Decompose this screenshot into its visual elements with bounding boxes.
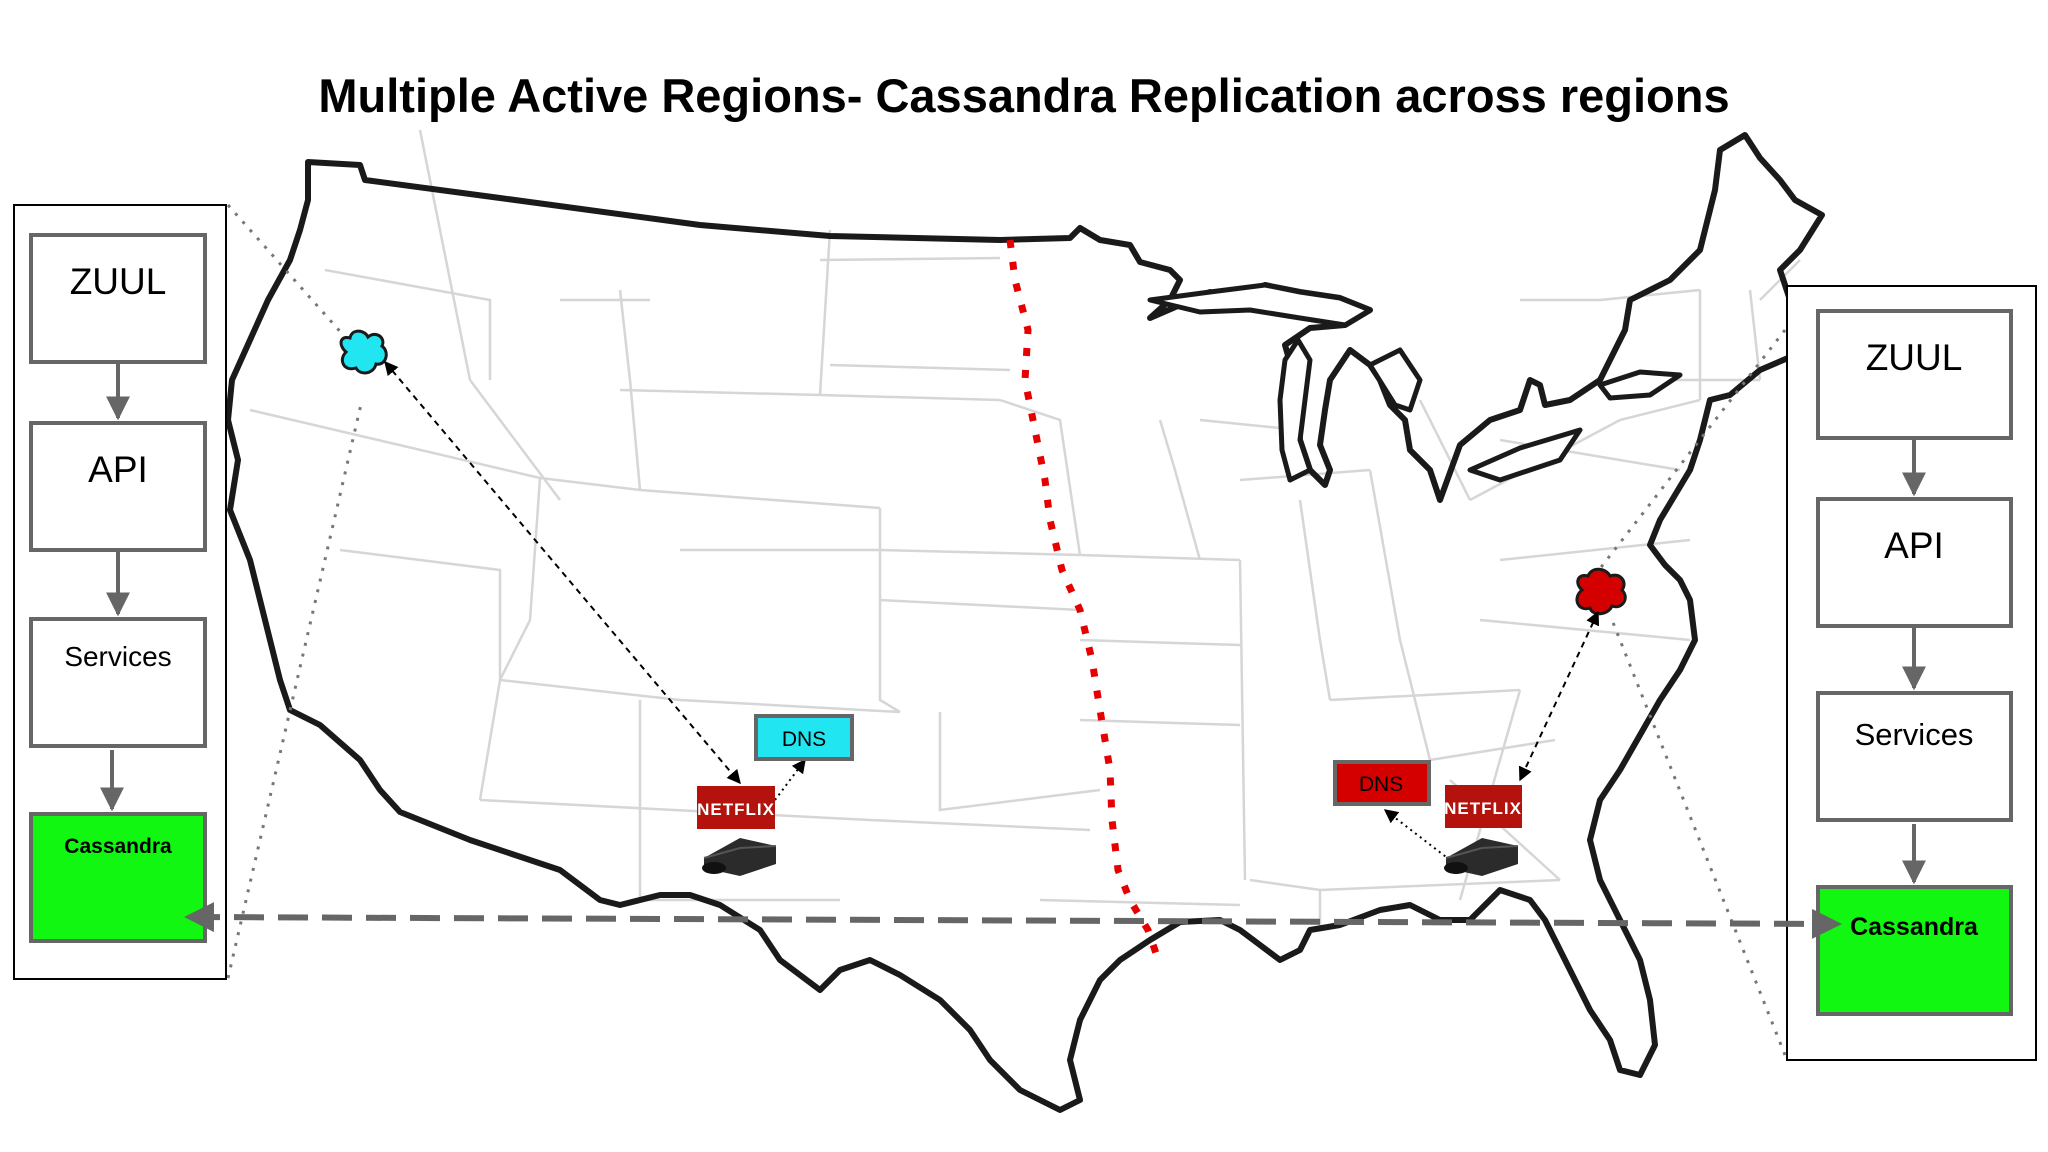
right-services-box (1816, 691, 2013, 822)
left-services-label: Services (64, 641, 171, 672)
state-borders (249, 129, 1801, 930)
right-cassandra-box (1816, 885, 2013, 1016)
left-cassandra-box (29, 812, 207, 943)
west-connection-line (384, 360, 741, 785)
right-cassandra-label: Cassandra (1850, 913, 1979, 941)
right-api-label: API (1884, 525, 1944, 566)
east-netflix-logo (1445, 785, 1522, 828)
left-zuul-box (29, 233, 207, 364)
west-client-group: DNS NETFLIX (384, 360, 854, 876)
east-dns-label: DNS (1359, 773, 1403, 796)
right-services-label: Services (1855, 717, 1974, 752)
west-netflix-label: NETFLIX (697, 800, 775, 819)
east-dns-box (1333, 760, 1431, 806)
west-dns-label: DNS (782, 728, 826, 751)
right-api-box (1816, 497, 2013, 628)
left-zoom-lines (226, 204, 364, 979)
region-divider-line (1006, 239, 1164, 967)
right-zuul-box (1816, 309, 2013, 440)
west-dns-box (754, 714, 854, 761)
east-region-marker (1575, 567, 1627, 616)
great-lakes (1147, 282, 1683, 483)
left-cassandra-label: Cassandra (64, 835, 172, 858)
west-region-marker (339, 329, 388, 375)
left-api-box (29, 421, 207, 552)
right-zoom-lines (1593, 329, 1787, 1056)
left-region-stack: ZUUL API Services Cassandra (13, 204, 227, 980)
left-zuul-label: ZUUL (70, 261, 167, 302)
us-map (225, 129, 1825, 1113)
left-services-box (29, 617, 207, 748)
right-zuul-label: ZUUL (1866, 337, 1963, 378)
right-region-stack: ZUUL API Services Cassandra (1786, 285, 2037, 1061)
cassandra-replication-arrow (184, 902, 1842, 939)
east-dns-link (1383, 809, 1451, 861)
east-netflix-label: NETFLIX (1444, 799, 1522, 818)
east-client-group: DNS NETFLIX (1333, 610, 1600, 876)
page-title: Multiple Active Regions- Cassandra Repli… (318, 69, 1730, 122)
west-netflix-logo (697, 786, 775, 829)
east-console-icon (1444, 838, 1519, 876)
west-dns-link (774, 758, 806, 801)
east-connection-line (1518, 610, 1600, 782)
west-console-icon (702, 838, 777, 876)
us-outline (225, 132, 1825, 1113)
left-api-label: API (88, 449, 148, 490)
